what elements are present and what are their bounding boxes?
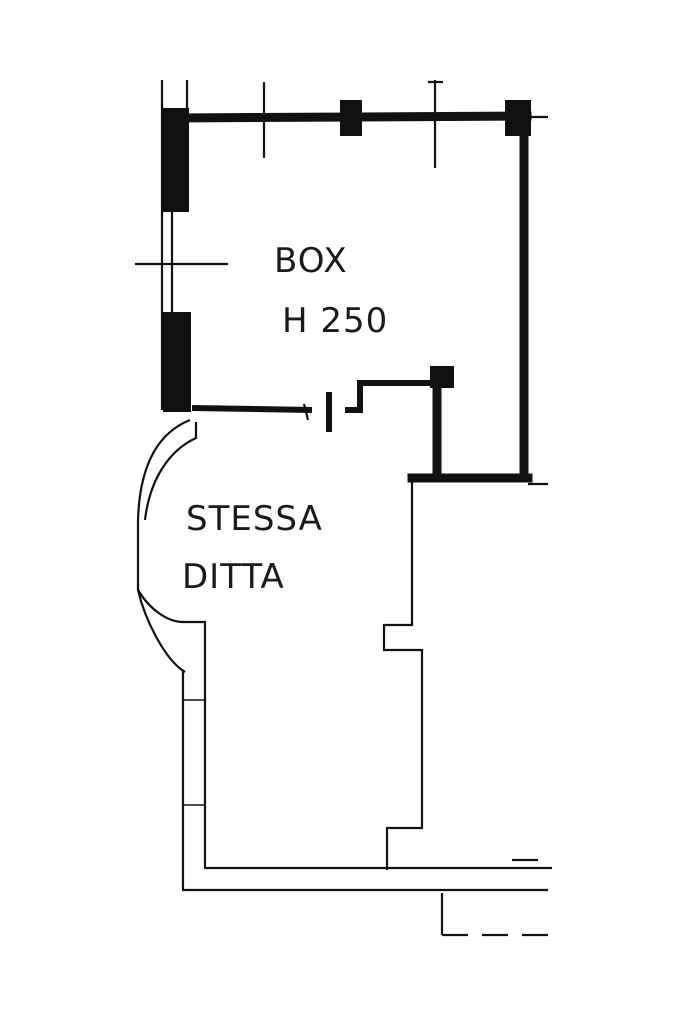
structural-pillars <box>163 100 531 412</box>
box-room-label: BOX <box>274 241 348 281</box>
stessa-ditta-label-line1: STESSA <box>186 499 323 539</box>
box-room-walls <box>170 103 533 483</box>
box-height-label: H 250 <box>282 301 388 341</box>
dimension-lines <box>135 80 548 486</box>
stessa-ditta-walls <box>136 418 552 937</box>
stessa-ditta-label-line2: DITTA <box>182 557 285 597</box>
